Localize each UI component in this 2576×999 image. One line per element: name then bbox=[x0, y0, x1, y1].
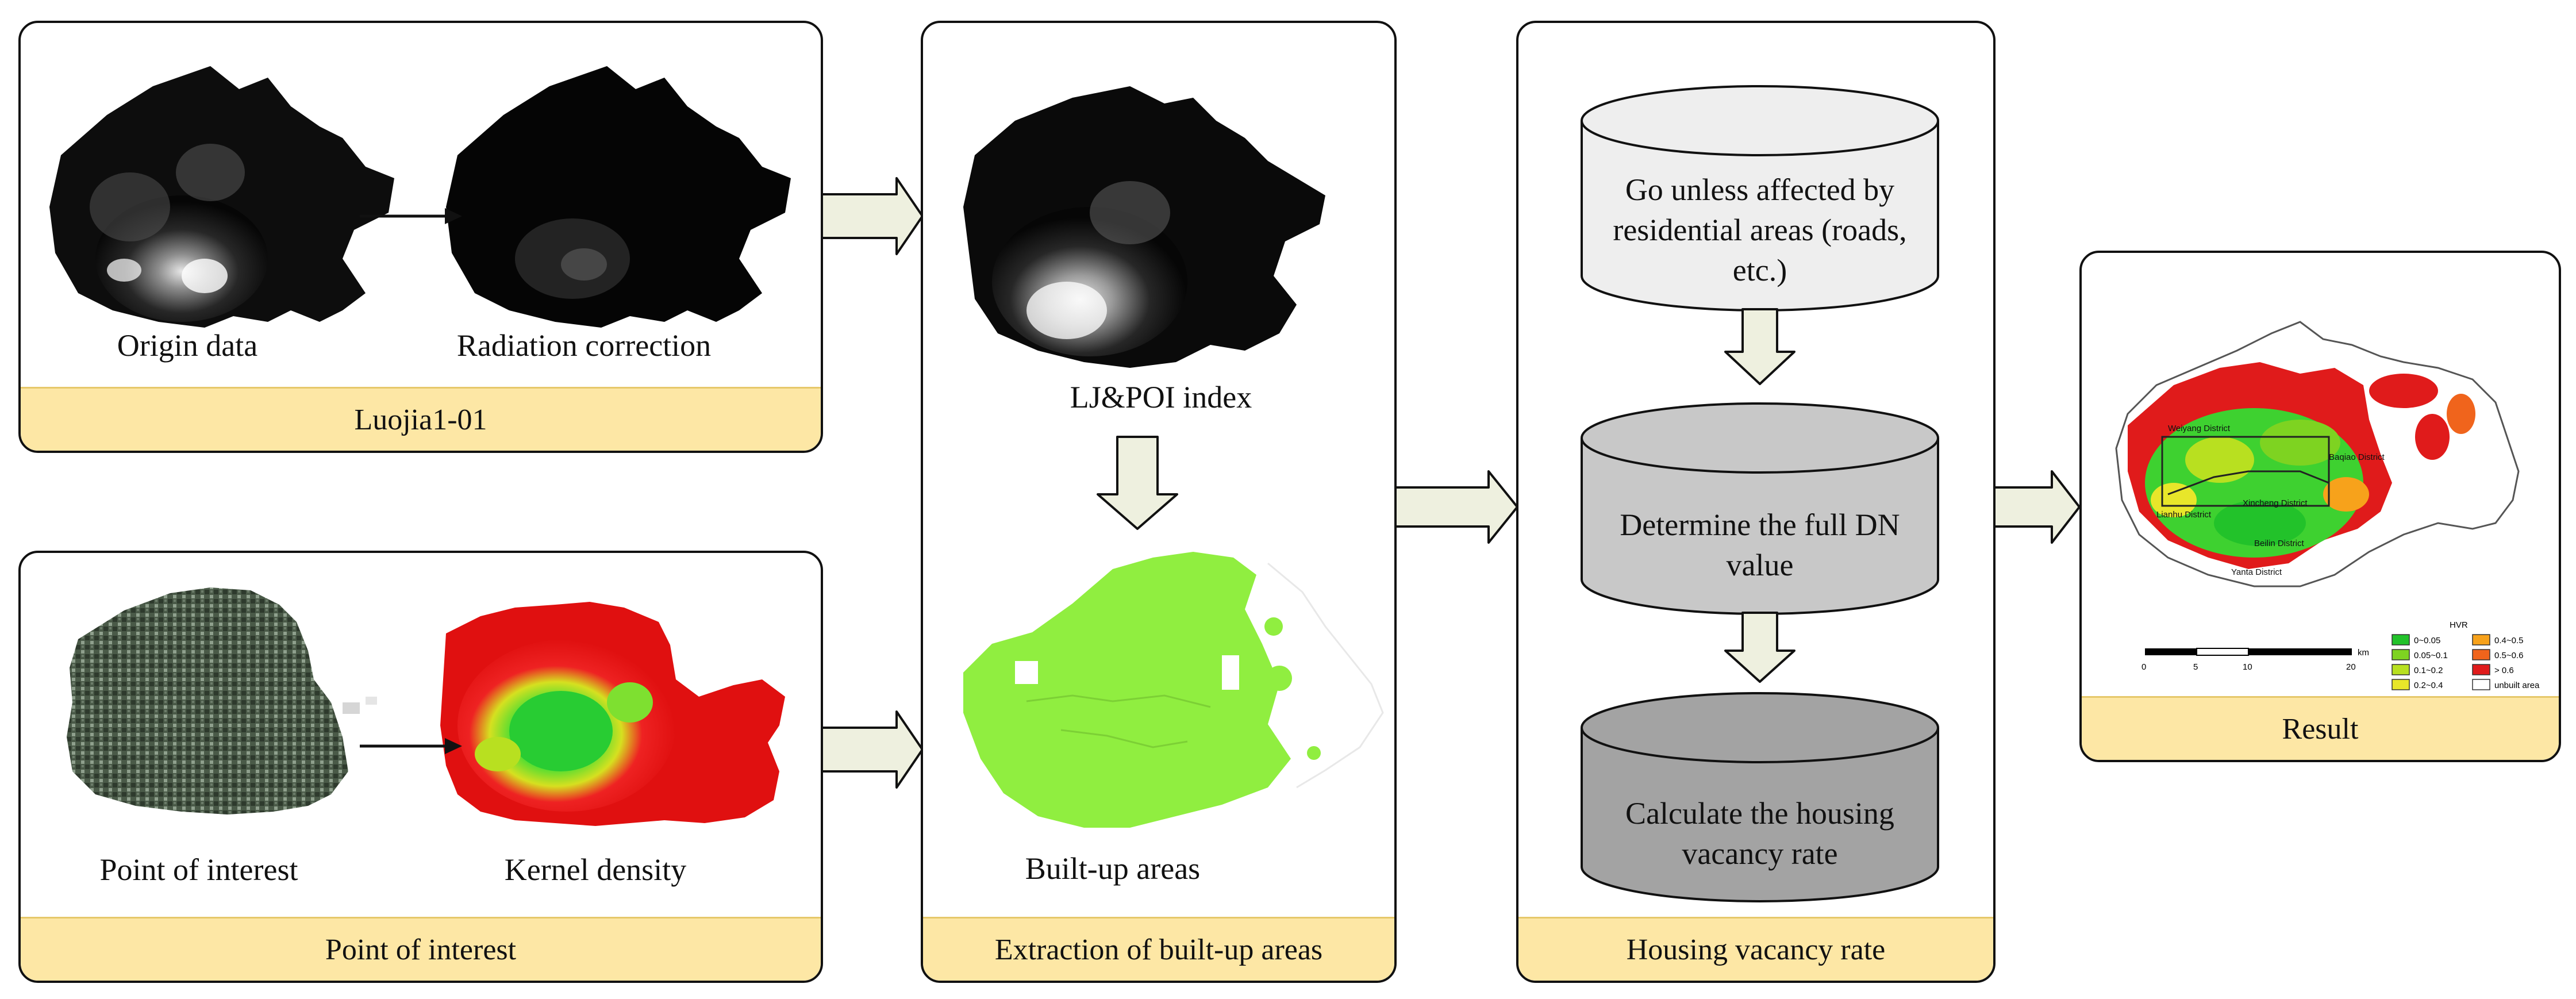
label-weiyang: Weiyang District bbox=[2168, 424, 2231, 433]
legend-title: HVR bbox=[2450, 620, 2468, 630]
legend-label: 0.5~0.6 bbox=[2494, 651, 2523, 660]
vacancy-panel: Go unless affected by residential areas … bbox=[1516, 21, 1996, 983]
legend-label: 0.4~0.5 bbox=[2494, 636, 2523, 645]
origin-data-caption: Origin data bbox=[117, 328, 258, 363]
scale-bar: 0 5 10 20 km bbox=[2141, 648, 2369, 672]
luojia-banner: Luojia1-01 bbox=[21, 387, 821, 451]
result-map: Weiyang District Baqiao District Xinchen… bbox=[2115, 321, 2540, 690]
poi-images bbox=[67, 587, 785, 826]
night-light-images bbox=[49, 66, 791, 328]
down-arrow-1 bbox=[1724, 308, 1795, 385]
arrow-poi-to-extraction bbox=[821, 710, 924, 789]
legend-swatch bbox=[2392, 649, 2410, 660]
cylinder-3-text: Calculate the housing vacancy rate bbox=[1625, 796, 1894, 871]
scale-tick-5: 5 bbox=[2193, 662, 2198, 672]
result-map-outline bbox=[2115, 321, 2520, 587]
transform-arrow bbox=[360, 208, 462, 224]
point-of-interest-caption: Point of interest bbox=[99, 852, 298, 887]
arrow-extraction-to-vacancy bbox=[1394, 470, 1518, 544]
label-yanta: Yanta District bbox=[2231, 567, 2282, 577]
radiation-correction-caption: Radiation correction bbox=[456, 328, 712, 363]
lj-poi-index-image bbox=[963, 86, 1325, 368]
extraction-banner: Extraction of built-up areas bbox=[923, 917, 1394, 981]
cylinder-1 bbox=[1581, 85, 1939, 312]
result-panel: Weiyang District Baqiao District Xinchen… bbox=[2079, 251, 2561, 762]
down-arrow-index bbox=[1097, 436, 1178, 530]
legend-swatch bbox=[2472, 634, 2490, 645]
legend-label: 0.2~0.4 bbox=[2414, 681, 2443, 690]
legend-label: > 0.6 bbox=[2494, 666, 2514, 675]
scale-unit: km bbox=[2358, 648, 2369, 658]
built-up-areas-caption: Built-up areas bbox=[1025, 851, 1201, 886]
extraction-images bbox=[963, 86, 1384, 828]
radiation-correction-image bbox=[446, 66, 791, 328]
result-banner: Result bbox=[2082, 696, 2559, 760]
legend-label: 0.05~0.1 bbox=[2414, 651, 2448, 660]
cylinder-3 bbox=[1581, 692, 1939, 902]
legend-swatch bbox=[2472, 649, 2490, 660]
legend-swatch bbox=[2392, 634, 2410, 645]
legend-label: 0.1~0.2 bbox=[2414, 666, 2443, 675]
arrow-vacancy-to-result bbox=[1993, 470, 2081, 544]
kernel-density-caption: Kernel density bbox=[504, 852, 687, 887]
vacancy-banner: Housing vacancy rate bbox=[1518, 917, 1993, 981]
label-lianhu: Lianhu District bbox=[2156, 510, 2212, 520]
label-xincheng: Xincheng District bbox=[2243, 498, 2308, 508]
cylinder-1-text: Go unless affected by residential areas … bbox=[1613, 172, 1907, 288]
cylinder-2-text: Determine the full DN value bbox=[1620, 508, 1900, 583]
vacancy-cylinders bbox=[1581, 85, 1939, 902]
luojia-panel: Origin data Radiation correction Luojia1… bbox=[18, 21, 823, 453]
scale-tick-0: 0 bbox=[2141, 662, 2146, 672]
district-labels: Weiyang District Baqiao District Xinchen… bbox=[2156, 424, 2385, 577]
cylinder-2 bbox=[1581, 402, 1939, 615]
arrow-luojia-to-extraction bbox=[821, 177, 924, 255]
legend-swatch bbox=[2472, 664, 2490, 675]
legend-label: 0~0.05 bbox=[2414, 636, 2440, 645]
poi-panel: Point of interest Kernel density Point o… bbox=[18, 551, 823, 983]
legend-swatch bbox=[2392, 664, 2410, 675]
poi-banner: Point of interest bbox=[21, 917, 821, 981]
label-baqiao: Baqiao District bbox=[2329, 452, 2385, 462]
legend-swatch bbox=[2472, 679, 2490, 690]
origin-data-image bbox=[49, 66, 394, 328]
transform-arrow-poi bbox=[360, 738, 462, 754]
kernel-density-image bbox=[440, 602, 785, 826]
hvr-legend: HVR 0~0.05 0.05~0.1 0.1~0.2 0.2~0.4 0.4~0.5 0.… bbox=[2392, 620, 2540, 690]
label-beilin: Beilin District bbox=[2254, 539, 2305, 548]
scale-tick-20: 20 bbox=[2346, 662, 2356, 672]
extraction-panel: LJ&POI index Built-up areas Extraction o… bbox=[921, 21, 1397, 983]
down-arrow-2 bbox=[1724, 612, 1795, 683]
built-up-areas-image bbox=[963, 552, 1384, 828]
point-of-interest-image bbox=[67, 587, 377, 814]
scale-tick-10: 10 bbox=[2243, 662, 2252, 672]
legend-label: unbuilt area bbox=[2494, 681, 2540, 690]
legend-swatch bbox=[2392, 679, 2410, 690]
lj-poi-index-caption: LJ&POI index bbox=[1070, 380, 1252, 414]
